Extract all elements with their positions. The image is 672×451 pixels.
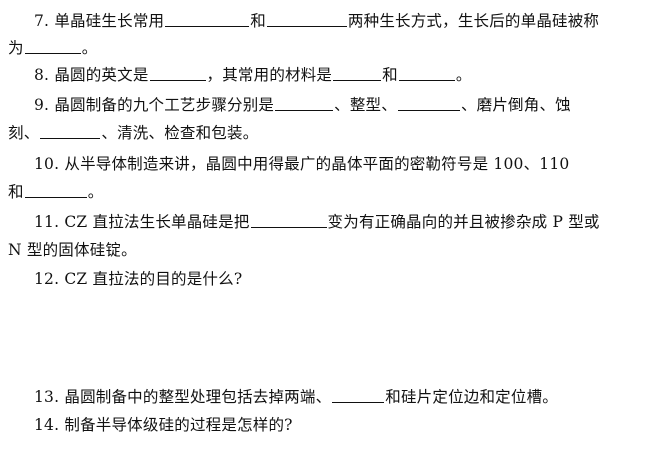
q9-blank-2[interactable] bbox=[397, 94, 460, 111]
q9-text-1: 9. 晶圆制备的九个工艺步骤分别是 bbox=[34, 96, 275, 114]
question-8: 8. 晶圆的英文是 ，其常用的材料是 和 。 bbox=[0, 62, 672, 88]
q8-text-1: 8. 晶圆的英文是 bbox=[34, 66, 149, 84]
q13-text-2: 和硅片定位边和定位槽。 bbox=[385, 388, 558, 406]
question-11-line-1: 11. CZ 直拉法生长单晶硅是把 变为有正确晶向的并且被掺杂成 P 型或 bbox=[0, 209, 672, 235]
question-12: 12. CZ 直拉法的目的是什么? bbox=[0, 266, 672, 292]
q8-blank-2[interactable] bbox=[333, 64, 382, 81]
q7-blank-1[interactable] bbox=[165, 10, 250, 27]
question-13: 13. 晶圆制备中的整型处理包括去掉两端、 和硅片定位边和定位槽。 bbox=[0, 384, 672, 410]
q10-text-1: 10. 从半导体制造来讲，晶圆中用得最广的晶体平面的密勒符号是 100、110 bbox=[34, 155, 570, 173]
q12-answer-space[interactable] bbox=[0, 295, 672, 373]
q11-text-3: N 型的固体硅锭。 bbox=[8, 241, 137, 259]
q10-blank-1[interactable] bbox=[24, 181, 87, 198]
q14-text-1: 14. 制备半导体级硅的过程是怎样的? bbox=[34, 416, 293, 434]
q9-text-3: 、磨片倒角、蚀 bbox=[460, 96, 571, 114]
question-11-line-2: N 型的固体硅锭。 bbox=[0, 237, 672, 263]
q9-text-4: 刻、 bbox=[8, 124, 40, 142]
q7-blank-2[interactable] bbox=[266, 10, 347, 27]
q7-text-4: 为 bbox=[8, 39, 24, 57]
q11-text-2: 变为有正确晶向的并且被掺杂成 P 型或 bbox=[327, 213, 600, 231]
q9-text-2: 、整型、 bbox=[334, 96, 397, 114]
q8-text-4: 。 bbox=[455, 66, 472, 84]
q13-text-1: 13. 晶圆制备中的整型处理包括去掉两端、 bbox=[34, 388, 332, 406]
q7-text-3: 两种生长方式，生长后的单晶硅被称 bbox=[347, 12, 600, 30]
question-9-line-1: 9. 晶圆制备的九个工艺步骤分别是 、整型、 、磨片倒角、蚀 bbox=[0, 92, 672, 118]
q13-blank-1[interactable] bbox=[332, 386, 385, 403]
q8-blank-1[interactable] bbox=[149, 64, 206, 81]
question-9-line-2: 刻、 、清洗、检查和包装。 bbox=[0, 120, 672, 146]
question-7-line-2: 为。 bbox=[0, 35, 672, 61]
q8-blank-3[interactable] bbox=[398, 64, 455, 81]
q9-blank-1[interactable] bbox=[275, 94, 334, 111]
q12-text-1: 12. CZ 直拉法的目的是什么? bbox=[34, 270, 243, 288]
q8-text-2: ，其常用的材料是 bbox=[206, 66, 333, 84]
q7-text-1: 7. 单晶硅生长常用 bbox=[34, 12, 165, 30]
q11-blank-1[interactable] bbox=[250, 211, 327, 228]
q10-text-2: 和 bbox=[8, 183, 24, 201]
question-7-line-1: 7. 单晶硅生长常用 和 两种生长方式，生长后的单晶硅被称 bbox=[0, 8, 672, 34]
q9-text-5: 、清洗、检查和包装。 bbox=[101, 124, 259, 142]
question-10-line-1: 10. 从半导体制造来讲，晶圆中用得最广的晶体平面的密勒符号是 100、110 bbox=[0, 151, 672, 177]
q10-text-3: 。 bbox=[87, 183, 104, 201]
q7-text-2: 和 bbox=[250, 12, 266, 30]
q7-text-5: 。 bbox=[81, 39, 98, 57]
q11-text-1: 11. CZ 直拉法生长单晶硅是把 bbox=[34, 213, 250, 231]
question-10-line-2: 和。 bbox=[0, 179, 672, 205]
q9-blank-3[interactable] bbox=[40, 122, 101, 139]
question-14: 14. 制备半导体级硅的过程是怎样的? bbox=[0, 412, 672, 438]
q8-text-3: 和 bbox=[382, 66, 398, 84]
q7-blank-3[interactable] bbox=[24, 37, 81, 54]
